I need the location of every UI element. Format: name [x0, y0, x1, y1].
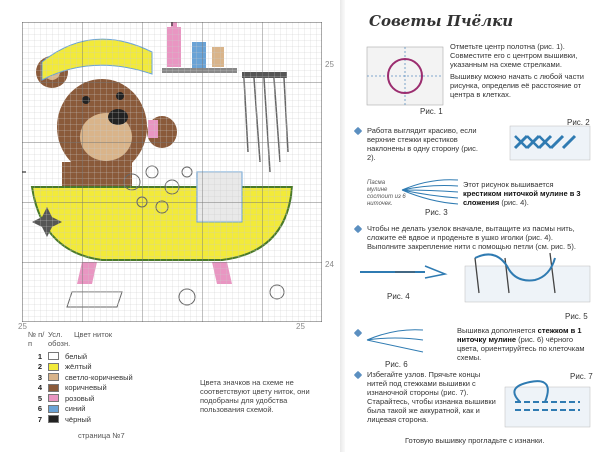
page-gutter	[340, 0, 345, 452]
axis-label-right: 24	[325, 260, 334, 269]
right-page: Советы Пчёлки Рис. 1 Отметьте центр поло…	[345, 0, 600, 452]
key-header-sym: Усл. обозн.	[48, 330, 71, 348]
color-swatch	[48, 362, 59, 371]
tip-paragraph-4: Этот рисунок вышивается крестиком ниточк…	[463, 180, 581, 207]
color-swatch	[48, 352, 59, 361]
key-header: № п/п Усл. обозн. Цвет ниток	[28, 330, 178, 348]
color-swatch	[48, 415, 59, 424]
key-header-num: № п/п	[28, 330, 45, 348]
figure-5	[464, 252, 591, 303]
tip-paragraph-2: Вышивку можно начать с любой части рисун…	[450, 72, 584, 99]
tip-paragraph-6: Вышивка дополняется стежком в 1 ниточку …	[457, 326, 585, 362]
figure-3	[401, 179, 459, 205]
fig1-label: Рис. 1	[420, 107, 443, 116]
color-swatch	[48, 373, 59, 382]
bullet-icon	[353, 126, 363, 136]
color-swatch	[48, 404, 59, 413]
figure-7	[504, 380, 591, 428]
axis-label-top-right: 25	[325, 60, 334, 69]
figure-1	[366, 46, 444, 106]
left-page: 25 24 25 25 № п/п Усл. обозн. Цвет ниток…	[18, 22, 334, 440]
fig3-label: Рис. 3	[425, 208, 448, 217]
figure-6	[366, 329, 424, 353]
figure-2	[509, 125, 591, 161]
axis-label-bottom-right: 25	[296, 322, 305, 331]
ironing-tip: Готовую вышивку прогладьте с изнанки.	[405, 436, 545, 445]
fig7-label: Рис. 7	[570, 372, 593, 381]
bullet-icon	[353, 224, 363, 234]
thread-note: Пасма мулине состоит из 6 ниточек.	[367, 180, 406, 207]
tips-title: Советы Пчёлки	[369, 12, 514, 30]
figure-4	[360, 265, 448, 279]
axis-label-bottom-left: 25	[18, 322, 27, 331]
tip-paragraph-1: Отметьте центр полотна (рис. 1). Совмест…	[450, 42, 578, 69]
color-note: Цвета значков на схеме не соответствуют …	[200, 378, 310, 414]
fig4-label: Рис. 4	[387, 292, 410, 301]
color-swatch	[48, 394, 59, 403]
fig6-label: Рис. 6	[385, 360, 408, 369]
tip-paragraph-5: Чтобы не делать узелок вначале, вытащите…	[367, 224, 576, 251]
color-swatch	[48, 383, 59, 392]
bullet-icon	[353, 370, 363, 380]
fig2-label: Рис. 2	[567, 118, 590, 127]
tip-paragraph-3: Работа выглядит красиво, если верхние ст…	[367, 126, 478, 162]
bullet-icon	[353, 328, 363, 338]
tip-paragraph-7: Избегайте узлов. Прячьте концы нитей под…	[367, 370, 496, 424]
cross-stitch-chart	[22, 22, 322, 322]
page-number: страница №7	[78, 431, 125, 440]
key-header-color: Цвет ниток	[74, 330, 113, 339]
fig5-label: Рис. 5	[565, 312, 588, 321]
